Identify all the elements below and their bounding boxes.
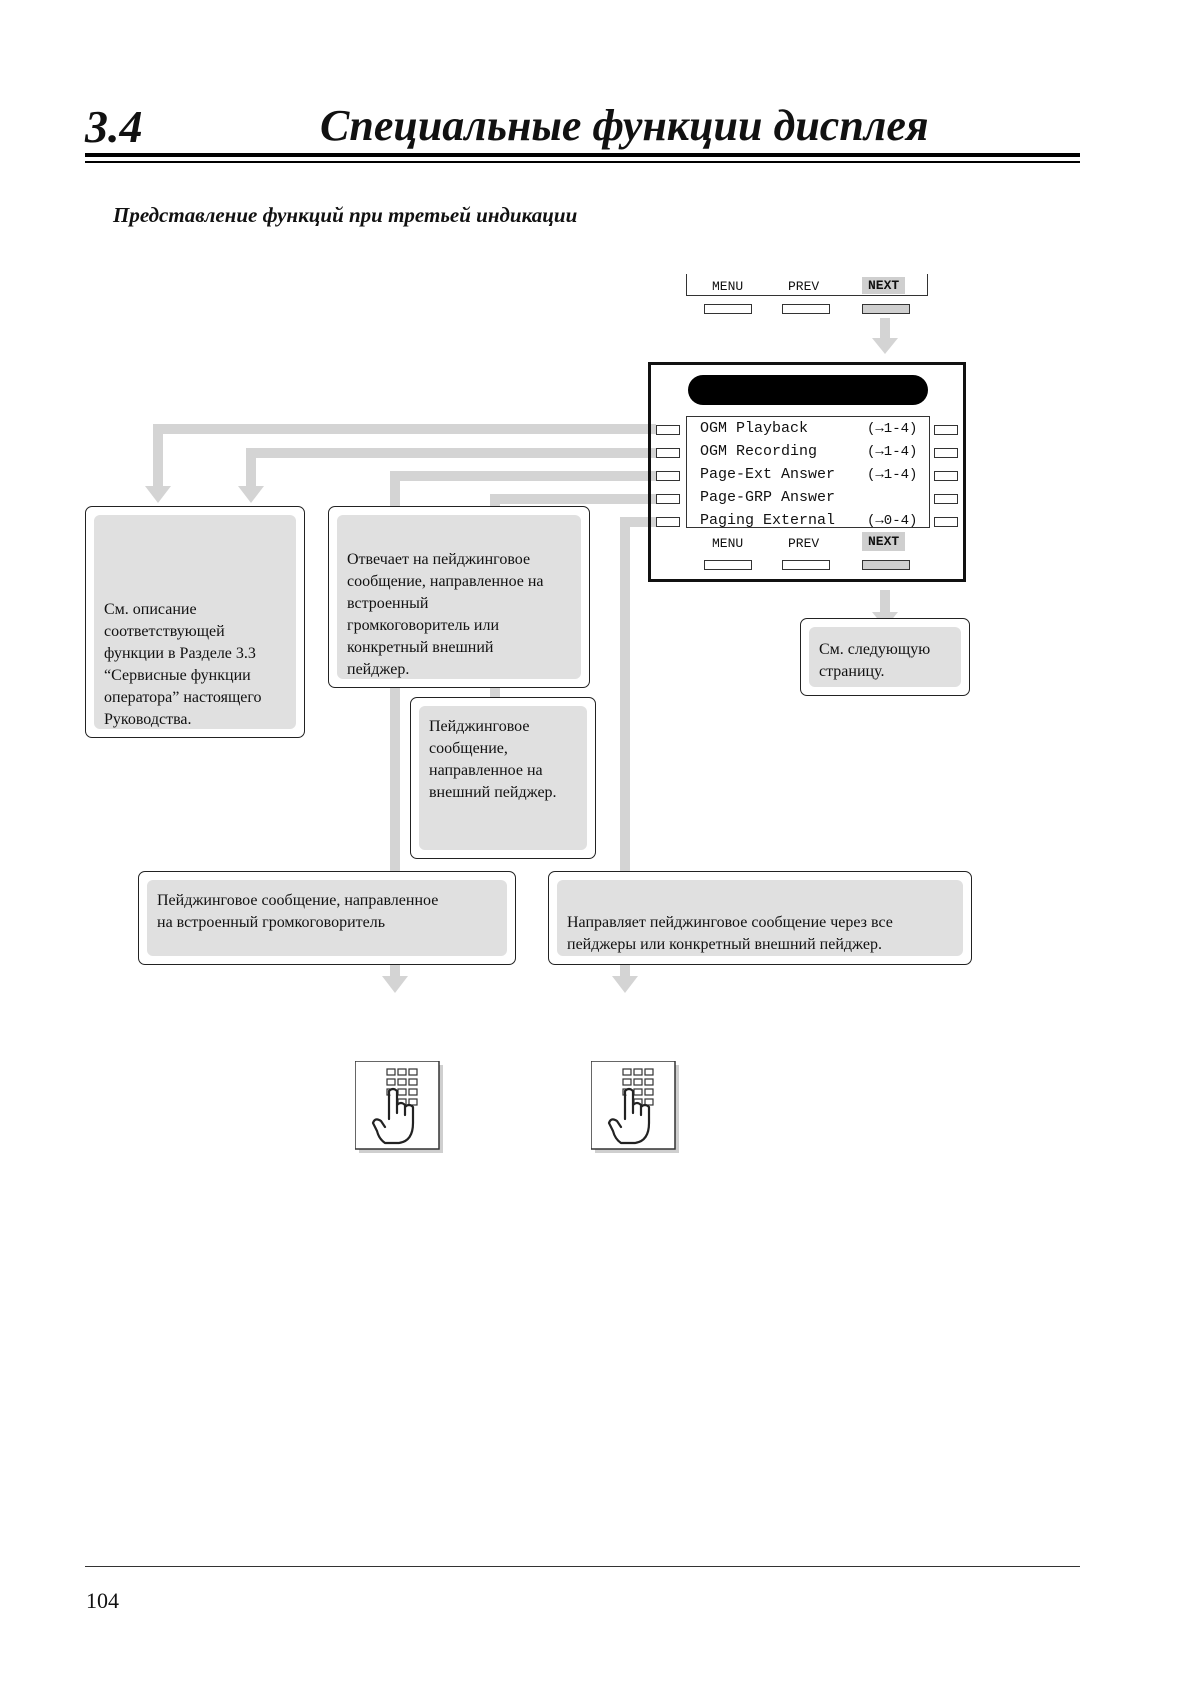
callout-text: соответствующей	[104, 623, 225, 640]
callout-page-ext-answer: Отвечает на пейджинговое сообщение, напр…	[328, 506, 590, 688]
callout-text: оператора” настоящего	[104, 689, 262, 706]
display-row-page-grp-answer: Page-GRP Answer	[700, 489, 836, 506]
display-row-ogm-recording: OGM Recording	[700, 443, 818, 460]
callout-text: Пейджинговое сообщение, направленное	[157, 892, 439, 909]
callout-text: на встроенный громкоговоритель	[157, 914, 386, 931]
callout-text: пейджер.	[347, 661, 410, 678]
section-number: 3.4	[85, 101, 143, 152]
callout-text: сообщение, направленное на	[347, 573, 544, 590]
keypad-press-icon	[591, 1061, 679, 1153]
callout-ogm: См. описание соответствующей функции в Р…	[85, 506, 305, 738]
section-title: Специальные функции дисплея	[320, 101, 929, 150]
display-code: (→1-4)	[867, 467, 918, 483]
softkey-strip-top	[686, 274, 928, 296]
callout-paging-internal: Пейджинговое сообщение, направленное на …	[138, 871, 516, 965]
display-code: (→1-4)	[867, 421, 918, 437]
callout-next-page: См. следующую страницу.	[800, 618, 970, 696]
display-code: (→1-4)	[867, 444, 918, 460]
callout-text: направленное на	[429, 762, 543, 779]
left-side-key-4[interactable]	[656, 494, 680, 504]
subtitle: Представление функций при третьей индика…	[113, 203, 578, 227]
callout-text: конкретный внешний	[347, 639, 494, 656]
right-side-key-2[interactable]	[934, 448, 958, 458]
display-code: (→0-4)	[867, 513, 918, 529]
right-side-key-3[interactable]	[934, 471, 958, 481]
display-row-page-ext-answer: Page-Ext Answer	[700, 466, 836, 483]
callout-text: Отвечает на пейджинговое	[347, 551, 531, 568]
callout-page-grp-answer: Пейджинговое сообщение, направленное на …	[410, 697, 596, 859]
callout-text: Руководства.	[104, 711, 192, 728]
display-row-paging-external: Paging External	[700, 512, 836, 529]
header-rule-thin	[85, 161, 1080, 163]
display-header-bar	[688, 375, 928, 405]
display-inner-frame	[686, 416, 930, 528]
page-number: 104	[86, 1588, 119, 1613]
callout-text: громкоговоритель или	[347, 617, 499, 634]
menu-key-label: MENU	[712, 536, 744, 551]
arrow-next-to-display	[880, 318, 890, 338]
footer-rule	[85, 1566, 1080, 1567]
callout-text: встроенный	[347, 595, 429, 612]
menu-key-label: MENU	[712, 279, 744, 294]
callout-text: внешний пейджер.	[429, 784, 557, 801]
header-rule	[85, 153, 1080, 157]
callout-text: Пейджинговое	[429, 718, 530, 735]
next-key-label: NEXT	[862, 277, 906, 294]
callout-text: страницу.	[819, 663, 885, 680]
next-key-label: NEXT	[862, 532, 906, 551]
left-side-key-1[interactable]	[656, 425, 680, 435]
callout-text: “Сервисные функции	[104, 667, 251, 684]
left-side-key-3[interactable]	[656, 471, 680, 481]
callout-text: См. следующую	[819, 641, 931, 658]
next-key[interactable]	[862, 304, 910, 314]
phone-display	[648, 362, 966, 582]
menu-key[interactable]	[704, 560, 752, 570]
callout-text: Направляет пейджинговое сообщение через …	[567, 914, 893, 931]
prev-key[interactable]	[782, 304, 830, 314]
callout-text: пейджеры или конкретный внешний пейджер.	[567, 936, 882, 953]
prev-key-label: PREV	[788, 279, 820, 294]
next-key[interactable]	[862, 560, 910, 570]
arrow-head	[872, 338, 898, 354]
left-side-key-5[interactable]	[656, 517, 680, 527]
callout-text: См. описание	[104, 601, 197, 618]
left-side-key-2[interactable]	[656, 448, 680, 458]
callout-text: сообщение,	[429, 740, 508, 757]
right-side-key-5[interactable]	[934, 517, 958, 527]
prev-key-label: PREV	[788, 536, 820, 551]
right-side-key-1[interactable]	[934, 425, 958, 435]
callout-paging-external: Направляет пейджинговое сообщение через …	[548, 871, 972, 965]
callout-text: функции в Разделе 3.3	[104, 645, 256, 662]
right-side-key-4[interactable]	[934, 494, 958, 504]
menu-key[interactable]	[704, 304, 752, 314]
keypad-press-icon	[355, 1061, 443, 1153]
prev-key[interactable]	[782, 560, 830, 570]
display-row-ogm-playback: OGM Playback	[700, 420, 809, 437]
